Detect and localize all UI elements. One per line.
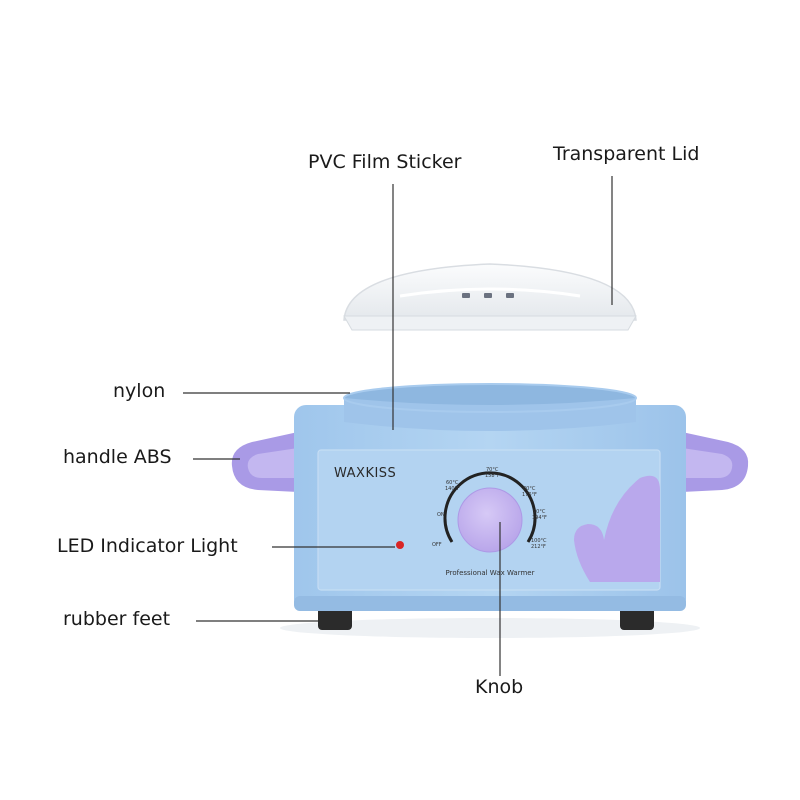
- dial-mark-90f: 194°F: [532, 515, 547, 521]
- dial-mark-100c: 100°C: [531, 538, 547, 544]
- nylon-rim: [344, 398, 636, 431]
- model-text: Professional Wax Warmer: [446, 569, 535, 577]
- label-rubber-feet: rubber feet: [63, 608, 171, 630]
- dial-mark-70f: 158°F: [485, 473, 500, 479]
- label-knob: Knob: [475, 676, 524, 698]
- dial-mark-off: OFF: [432, 542, 442, 548]
- label-transparent-lid: Transparent Lid: [553, 143, 700, 165]
- floor-shadow: [280, 618, 700, 638]
- panel-heart-decoration: [574, 475, 660, 582]
- brand-logo: WAXKISS: [334, 466, 396, 481]
- dial-mark-on: ON: [437, 512, 445, 518]
- label-pvc-film-sticker: PVC Film Sticker: [308, 151, 462, 173]
- knob: [458, 488, 522, 552]
- label-led-indicator-light: LED Indicator Light: [57, 535, 238, 557]
- dial-mark-60f: 140°F: [445, 486, 460, 492]
- transparent-lid: [343, 263, 637, 331]
- dial-mark-90c: 90°C: [533, 509, 546, 515]
- led-indicator: [396, 541, 404, 549]
- dial-mark-80f: 176°F: [522, 492, 537, 498]
- label-nylon: nylon: [113, 380, 166, 402]
- dial-mark-80c: 80°C: [523, 486, 536, 492]
- dial-mark-60c: 60°C: [446, 480, 459, 486]
- dial-mark-100f: 212°F: [531, 544, 546, 550]
- label-handle-abs: handle ABS: [63, 446, 172, 468]
- right-handle: [682, 432, 749, 492]
- dial-arc: [443, 471, 537, 543]
- left-handle: [231, 432, 298, 492]
- dial-mark-70c: 70°C: [486, 467, 499, 473]
